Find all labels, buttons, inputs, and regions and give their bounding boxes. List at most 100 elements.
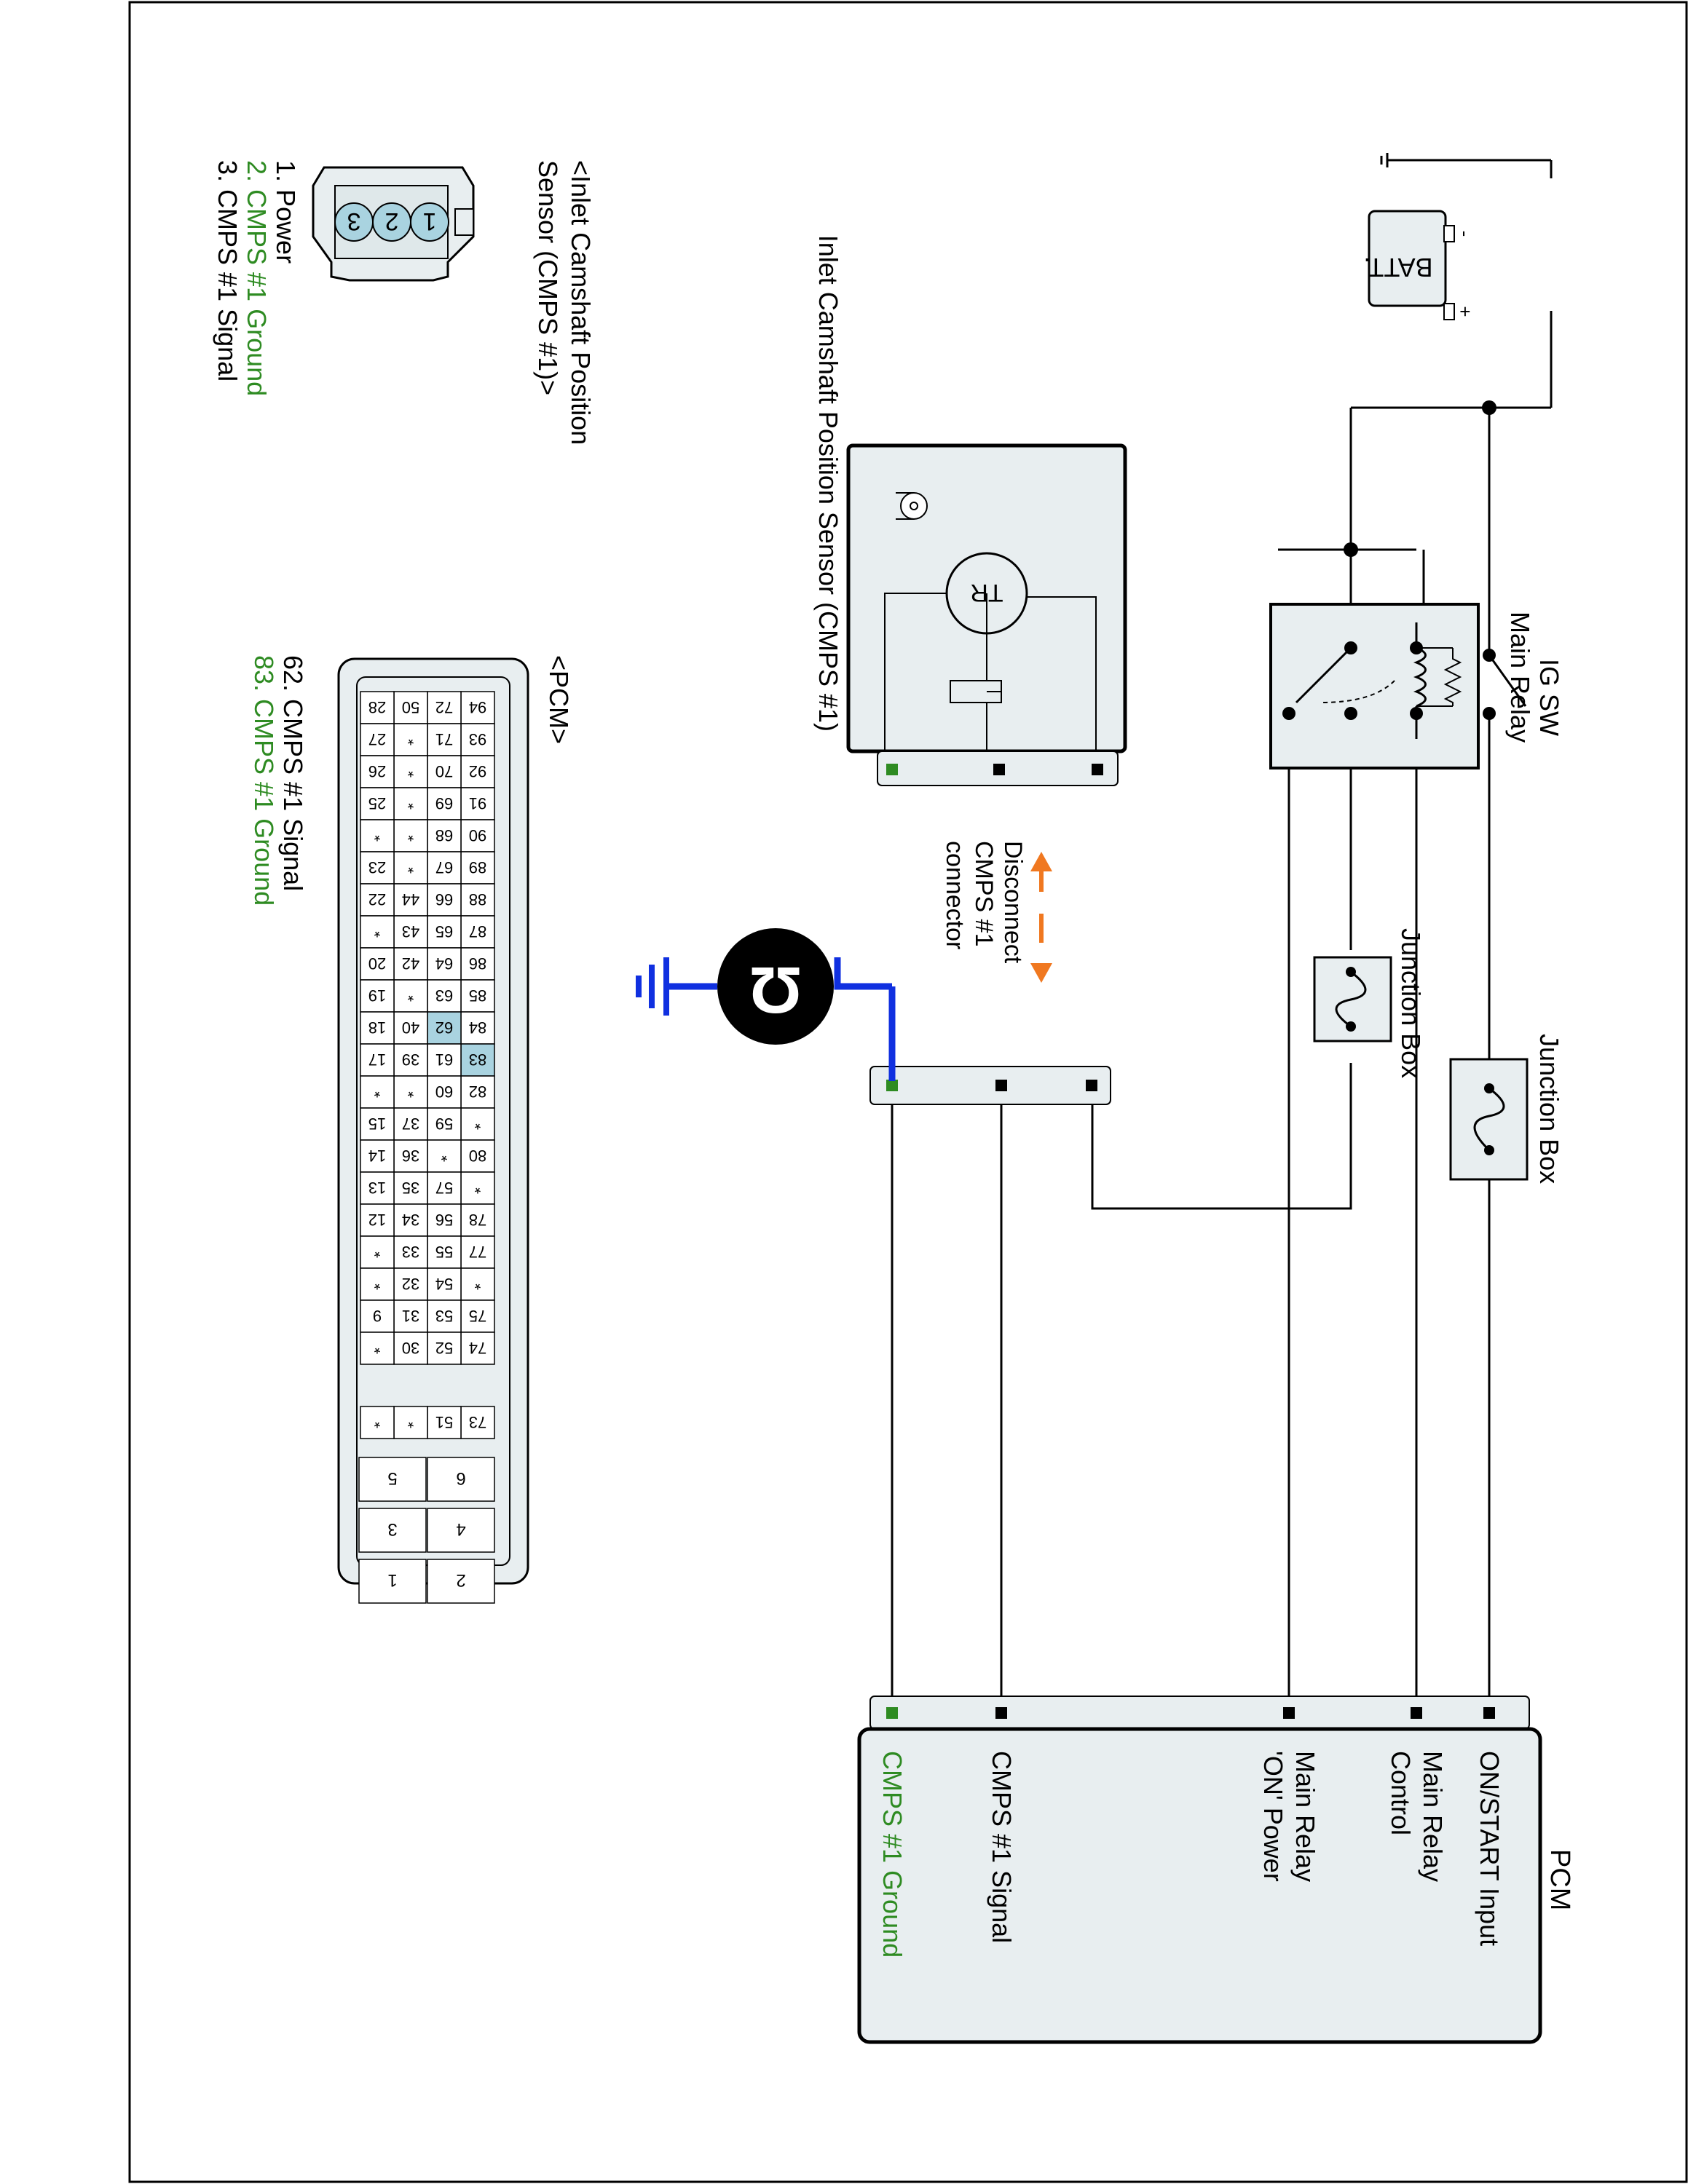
pcm-pin-number: 92 (469, 762, 486, 780)
pcm-power-pin-number: 3 (387, 1519, 397, 1539)
pcm-pin-number: * (407, 1413, 414, 1431)
pcm-pin-number: * (374, 1413, 380, 1431)
sensor-pin-2-text: 2. CMPS #1 Ground (242, 160, 272, 396)
pcm-pin-62-text: 62. CMPS #1 Signal (278, 655, 308, 891)
pcm-pin-number: 78 (469, 1211, 486, 1229)
pcm-pin-number: 53 (435, 1307, 453, 1325)
pcm-pin-number: 75 (469, 1307, 486, 1325)
pcm-pin-number: 90 (469, 826, 486, 844)
pcm-pin-cell (360, 1332, 395, 1365)
pcm-pin-number: 83 (469, 1051, 486, 1069)
pcm-pin-number: 68 (435, 826, 453, 844)
pcm-pin-number: * (474, 1275, 481, 1293)
disconnect-line-1: Disconnect (999, 841, 1027, 964)
pcm-pin-number: 43 (402, 922, 419, 941)
pcm-pin-number: 82 (469, 1083, 486, 1101)
pcm-pin-number: 42 (402, 954, 419, 973)
battery-body (1368, 210, 1447, 307)
pcm-pin-number: 25 (368, 794, 386, 812)
pcm-pin-number: 37 (402, 1115, 419, 1133)
pcm-pin-number: 50 (402, 698, 419, 716)
sensor-pin-3-num: 3 (347, 207, 361, 235)
pcm-pin-number: * (407, 826, 414, 844)
pcm-pin-number: 51 (435, 1413, 453, 1431)
meter-ground-icon (636, 957, 669, 1016)
pcm-connector-legend: <PCM> 94939291908988878685848382*80*7877… (249, 655, 574, 1604)
rotated-diagram: BATT. - + IG SW (213, 153, 1575, 2044)
pcm-pin-number: 74 (469, 1339, 486, 1357)
sensor-pin-1-text: 1. Power (271, 160, 301, 264)
battery-plus: + (1454, 306, 1476, 317)
pcm-pin-number: 66 (435, 890, 453, 909)
pcm-pin-label: Main Relay (1418, 1751, 1448, 1882)
disconnect-line-3: connector (941, 841, 969, 949)
ohmmeter: Ω (636, 928, 896, 1081)
sensor-magnet-icon (900, 492, 928, 520)
pcm-pin-number: 67 (435, 858, 453, 877)
wire-jb1-to-sensor-power (1091, 1063, 1352, 1210)
main-relay-label: Main Relay (1505, 612, 1535, 743)
pcm-body (857, 1727, 1542, 2044)
ohm-symbol: Ω (749, 953, 802, 1026)
pcm-pin-number: * (407, 1083, 414, 1101)
meter-lead-ground (834, 957, 892, 990)
pcm-pin-label: Main Relay (1290, 1751, 1320, 1882)
ig-switch-label: IG SW (1534, 659, 1564, 736)
ig-switch: IG SW (1483, 649, 1564, 736)
pcm-pin-number: 20 (368, 954, 386, 973)
pcm-power-pin-number: 6 (456, 1468, 465, 1488)
pcm-pin-number: 33 (402, 1243, 419, 1261)
pcm-pin-number: 13 (368, 1179, 386, 1197)
arrow-right-icon (1030, 963, 1052, 983)
cmps-pin-ground (886, 764, 898, 775)
pcm-pin-number: * (374, 922, 380, 941)
junction-dots (1344, 400, 1496, 557)
disconnect-line-2: CMPS #1 (970, 841, 998, 947)
pcm-pin-number: 70 (435, 762, 453, 780)
pcm-pin-number: 28 (368, 698, 386, 716)
pcm-pin-number: 63 (435, 986, 453, 1005)
pcm-pin-number: 72 (435, 698, 453, 716)
sensor-pin-1-num: 1 (423, 207, 437, 235)
pcm-pin-number: * (407, 858, 414, 877)
pcm-pin-number: 65 (435, 922, 453, 941)
cmps-pin-signal (993, 764, 1005, 775)
pcm-pin-number: 27 (368, 730, 386, 748)
junction-dot (1344, 542, 1358, 557)
pcm-pin-number: 69 (435, 794, 453, 812)
pcm-pin-number: 12 (368, 1211, 386, 1229)
pcm-pin-number: 30 (402, 1339, 419, 1357)
battery-minus: - (1454, 231, 1476, 237)
cmps-sensor-label: Inlet Camshaft Position Sensor (CMPS #1) (813, 235, 843, 732)
pcm-pin-number: 54 (435, 1275, 453, 1293)
pcm-pin-number: 31 (402, 1307, 419, 1325)
pcm-power-pin-cell (427, 1508, 495, 1553)
pcm-pin-number: 44 (402, 890, 419, 909)
junction-box-1: Junction Box (1313, 928, 1426, 1078)
pcm-pin-number: 35 (402, 1179, 419, 1197)
junction-box-1-label: Junction Box (1396, 928, 1426, 1078)
pcm-pin-number: * (474, 1179, 481, 1197)
pcm-pin-number: 32 (402, 1275, 419, 1293)
pcm-pin-number: 86 (469, 954, 486, 973)
pcm-pin-number: 18 (368, 1018, 386, 1037)
sensor-pin-3-text: 3. CMPS #1 Signal (213, 160, 242, 381)
pcm-pin-number: 52 (435, 1339, 453, 1357)
pcm-pin-number: * (407, 794, 414, 812)
cmps-sensor: TR Inlet Camshaft Position Sensor (CMPS … (813, 235, 1127, 786)
pcm-pin-number: 9 (373, 1307, 382, 1325)
main-relay-box (1269, 603, 1480, 769)
pcm-pin-number: * (374, 1275, 380, 1293)
cmps-pin-power (1092, 764, 1103, 775)
pcm-power-pin-number: 1 (387, 1570, 397, 1590)
pcm-pin-number: * (441, 1147, 447, 1165)
pcm-pin-number: 87 (469, 922, 486, 941)
junction-box-2-label: Junction Box (1534, 1034, 1564, 1184)
sensor-pin-2-num: 2 (385, 207, 399, 235)
pcm-power-pin-cell (427, 1559, 495, 1604)
pcm-pin-number: 64 (435, 954, 453, 973)
pcm-pin-number: 73 (469, 1413, 486, 1431)
pcm-legend-title: <PCM> (544, 655, 574, 744)
pcm-pin-label: CMPS #1 Signal (987, 1751, 1017, 1943)
